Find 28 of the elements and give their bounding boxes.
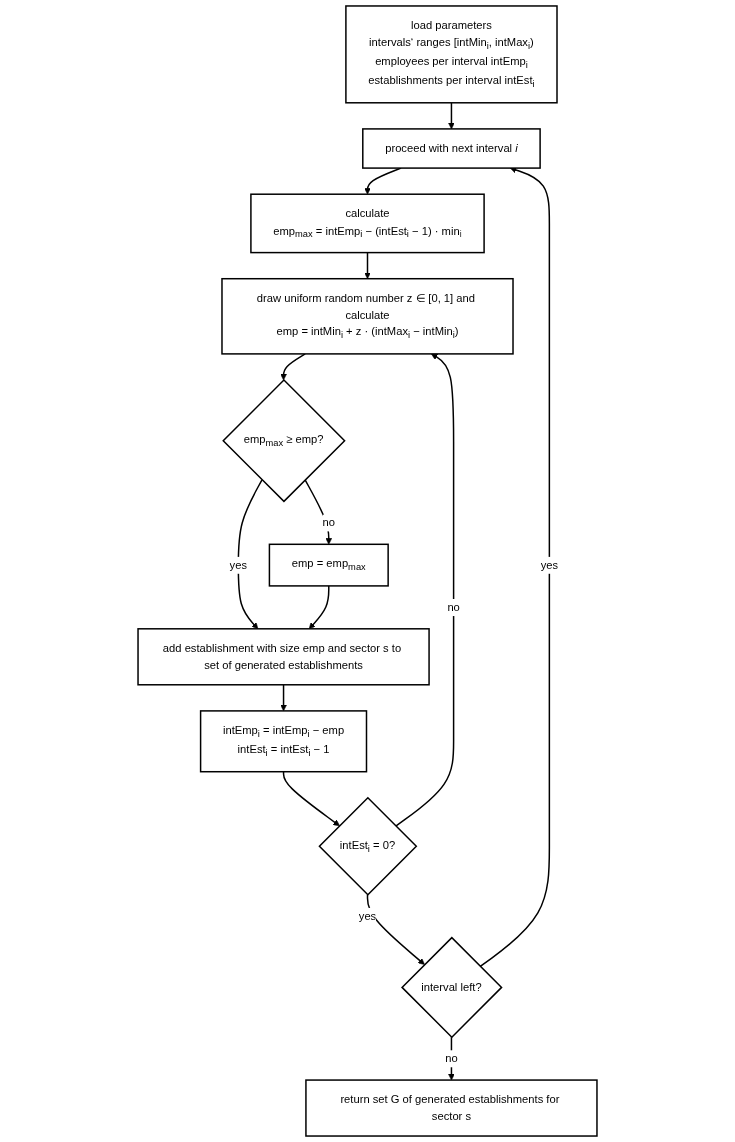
edge-label: yes — [358, 909, 377, 922]
arrow — [304, 479, 333, 545]
arrow — [280, 353, 306, 381]
arrow — [364, 251, 371, 279]
node-box: calculate emp$_{max}$ = intEmp$_{i}$ − (intEst$_{i}$ − 1) · min$_{i}$ — [250, 193, 485, 254]
arrow — [448, 1036, 455, 1081]
arrow — [366, 893, 425, 965]
edge-label: yes — [540, 558, 559, 571]
edge-label: no — [447, 600, 460, 614]
node-box: draw uniform random number z ∈ [0, 1] and calculate emp = intMin$_{i}$ + z · (intMax$_{i}$ − intMin$_{i}$) — [221, 277, 514, 355]
arrow — [448, 102, 455, 130]
edge-label: yes — [229, 558, 248, 571]
node-box: add establishment with size emp and sector s to set of generated establishments — [137, 628, 430, 686]
node-diamond: interval left? — [401, 936, 503, 1039]
edge-label: no — [322, 515, 335, 529]
node-box: proceed with next interval i — [362, 128, 541, 169]
arrow — [282, 770, 340, 827]
arrow — [280, 684, 287, 712]
node-box: emp = emp$_{max}$ — [268, 543, 389, 587]
node-diamond: intEst$_{i}$ = 0? — [318, 796, 418, 896]
node-box: return set G of generated establishments for sector s — [305, 1079, 598, 1137]
node-box: load parameters intervals‘ ranges [intMin$_{i}$, intMax$_{i}$) employees per interval intEmp$_{i}$ establishments per interval intEst$_{i}$ — [345, 5, 558, 104]
arrow — [237, 479, 263, 630]
arrow — [395, 353, 455, 827]
edge-label: no — [445, 1051, 458, 1065]
node-box: intEmp$_{i}$ = intEmp$_{i}$ − emp intEst$_{i}$ = intEst$_{i}$ − 1 — [199, 710, 368, 773]
arrow — [308, 585, 330, 630]
node-diamond: emp$_{max}$ ≥ emp? — [222, 378, 346, 503]
